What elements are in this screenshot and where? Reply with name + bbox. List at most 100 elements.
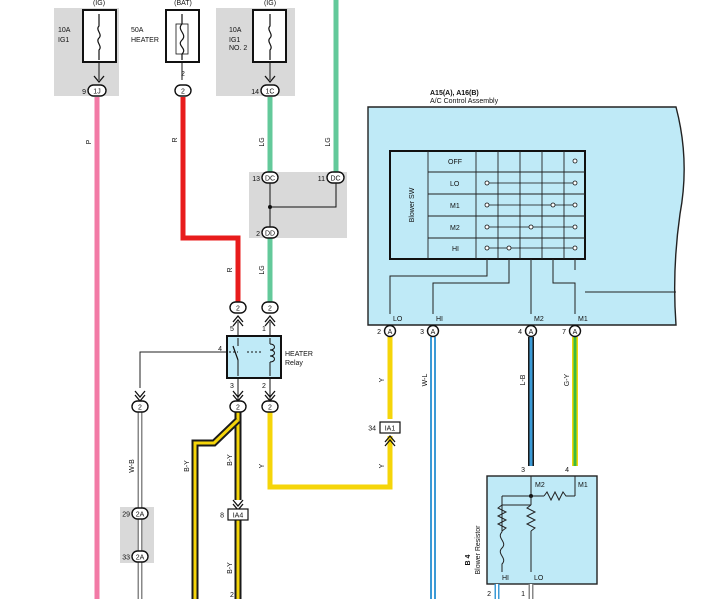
junction-right-pin: 11	[318, 176, 325, 183]
fuse-ig1no2-rating: 10A	[229, 27, 242, 34]
c33-label: 2A	[136, 555, 145, 562]
wire-label-red1: R	[172, 137, 179, 142]
fuse-ig1-header: (IG)	[93, 0, 105, 7]
resistor-code: B 4	[465, 554, 472, 565]
relay-side-conn: 2	[138, 405, 142, 412]
wire-by	[191, 412, 242, 599]
sw-row-hi: HI	[452, 246, 459, 253]
relay-name-l1: HEATER	[285, 351, 313, 358]
connector-ia4	[227, 508, 249, 521]
relay-internals	[229, 338, 275, 376]
relay-pin5: 5	[230, 326, 234, 333]
fuse-heater-header: (BAT)	[174, 0, 192, 7]
ia4-pin: 8	[220, 513, 224, 520]
wire-label-lb: L-B	[520, 374, 527, 385]
blower-resistor-box	[486, 475, 598, 585]
ac-term-hi-conn: A	[431, 329, 436, 336]
ac-term-m1-label: M1	[578, 316, 588, 323]
relay-top-conn-right: 2	[268, 306, 272, 313]
wire-label-y2: Y	[379, 377, 386, 382]
by-bottom-pin: 2	[230, 592, 234, 599]
relay-bot-conn-right: 2	[268, 405, 272, 412]
ac-assy-name: A/C Control Assembly	[430, 98, 499, 105]
wire-label-red2: R	[227, 267, 234, 272]
junction-left-conn: DC	[265, 176, 275, 183]
sw-row-lo: LO	[450, 181, 460, 188]
c29-pin: 29	[122, 512, 130, 519]
resistor-lo: LO	[534, 575, 544, 582]
resistor-m2: M2	[535, 482, 545, 489]
fuse-heater-conn: 2	[181, 89, 185, 96]
fuse-ig1	[82, 9, 117, 84]
resistor-pin3: 3	[521, 467, 525, 474]
ac-term-hi-label: HI	[436, 316, 443, 323]
junction-right-conn: DC	[330, 176, 340, 183]
connector-dd	[261, 226, 279, 239]
fuse-ig1-pin: 9	[82, 89, 86, 96]
ia1-arrows	[384, 434, 396, 447]
blower-sw-contacts	[484, 158, 578, 251]
connector-1j	[87, 84, 107, 97]
heater-relay-box	[226, 335, 282, 379]
ac-terminal-connectors	[383, 324, 582, 338]
connector-2a-29	[131, 507, 149, 520]
connector-heater	[174, 84, 192, 97]
wire-label-by3: B-Y	[227, 562, 234, 574]
resistor-name: Blower Resistor	[475, 525, 482, 575]
fuse-ig1no2-pin: 14	[251, 89, 259, 96]
ac-internal-wiring	[389, 259, 676, 314]
resistor-pin4: 4	[565, 467, 569, 474]
junction-internal	[268, 183, 337, 227]
connector-ia1	[379, 421, 401, 434]
fuse-ig1-conn: 1J	[93, 89, 100, 96]
c29-label: 2A	[136, 512, 145, 519]
wire-red	[180, 97, 241, 302]
fuse-heater	[165, 9, 200, 80]
junction-bottom-pin: 2	[256, 231, 260, 238]
wire-label-y3: Y	[379, 463, 386, 468]
ac-assy-id: A15(A), A16(B)	[430, 90, 479, 97]
fuse-ig1no2-header: (IG)	[264, 0, 276, 7]
ac-term-m1-pin: 7	[562, 329, 566, 336]
ac-term-m2-label: M2	[534, 316, 544, 323]
resistor-hi: HI	[502, 575, 509, 582]
wire-label-lg1: LG	[259, 137, 266, 146]
resistor-pin-bl: 2	[487, 591, 491, 598]
fuse-ig1-rating: 10A	[58, 27, 71, 34]
sw-row-off: OFF	[448, 159, 462, 166]
ac-term-m2-pin: 4	[518, 329, 522, 336]
fuse-ig1no2-name-l1: IG1	[229, 37, 240, 44]
connector-1c	[260, 84, 280, 97]
relay-top-connectors	[229, 301, 279, 336]
relay-top-conn-left: 2	[236, 306, 240, 313]
ia4-label: IA4	[233, 513, 244, 520]
wire-label-y1: Y	[259, 463, 266, 468]
ac-term-lo-conn: A	[388, 329, 393, 336]
ac-term-lo-pin: 2	[377, 329, 381, 336]
fuse-ig1no2-conn: 1C	[266, 89, 275, 96]
wire-label-wb: W-B	[129, 459, 136, 473]
relay-bottom-connectors	[131, 378, 279, 413]
wire-relay-ground	[139, 351, 227, 388]
wire-label-gy: G-Y	[564, 373, 571, 386]
resistor-m1: M1	[578, 482, 588, 489]
ac-term-lo-label: LO	[393, 316, 403, 323]
fuse-heater-name: HEATER	[131, 37, 159, 44]
fuse-heater-pin: 2	[181, 71, 185, 78]
connector-2a-33	[131, 550, 149, 563]
resistor-pin-br: 1	[521, 591, 525, 598]
wire-yellow	[267, 412, 393, 490]
relay-bot-conn-left: 2	[236, 405, 240, 412]
relay-pin1: 1	[262, 326, 266, 333]
wire-label-by2: B-Y	[227, 454, 234, 466]
relay-pin4: 4	[218, 346, 222, 353]
relay-pin2: 2	[262, 383, 266, 390]
ia1-label: IA1	[385, 426, 396, 433]
blower-sw-label: Blower SW	[409, 187, 416, 222]
resistor-internals	[496, 476, 576, 572]
relay-pin3: 3	[230, 383, 234, 390]
ac-term-m2-conn: A	[529, 329, 534, 336]
fuse-heater-rating: 50A	[131, 27, 144, 34]
sw-row-m2: M2	[450, 225, 460, 232]
